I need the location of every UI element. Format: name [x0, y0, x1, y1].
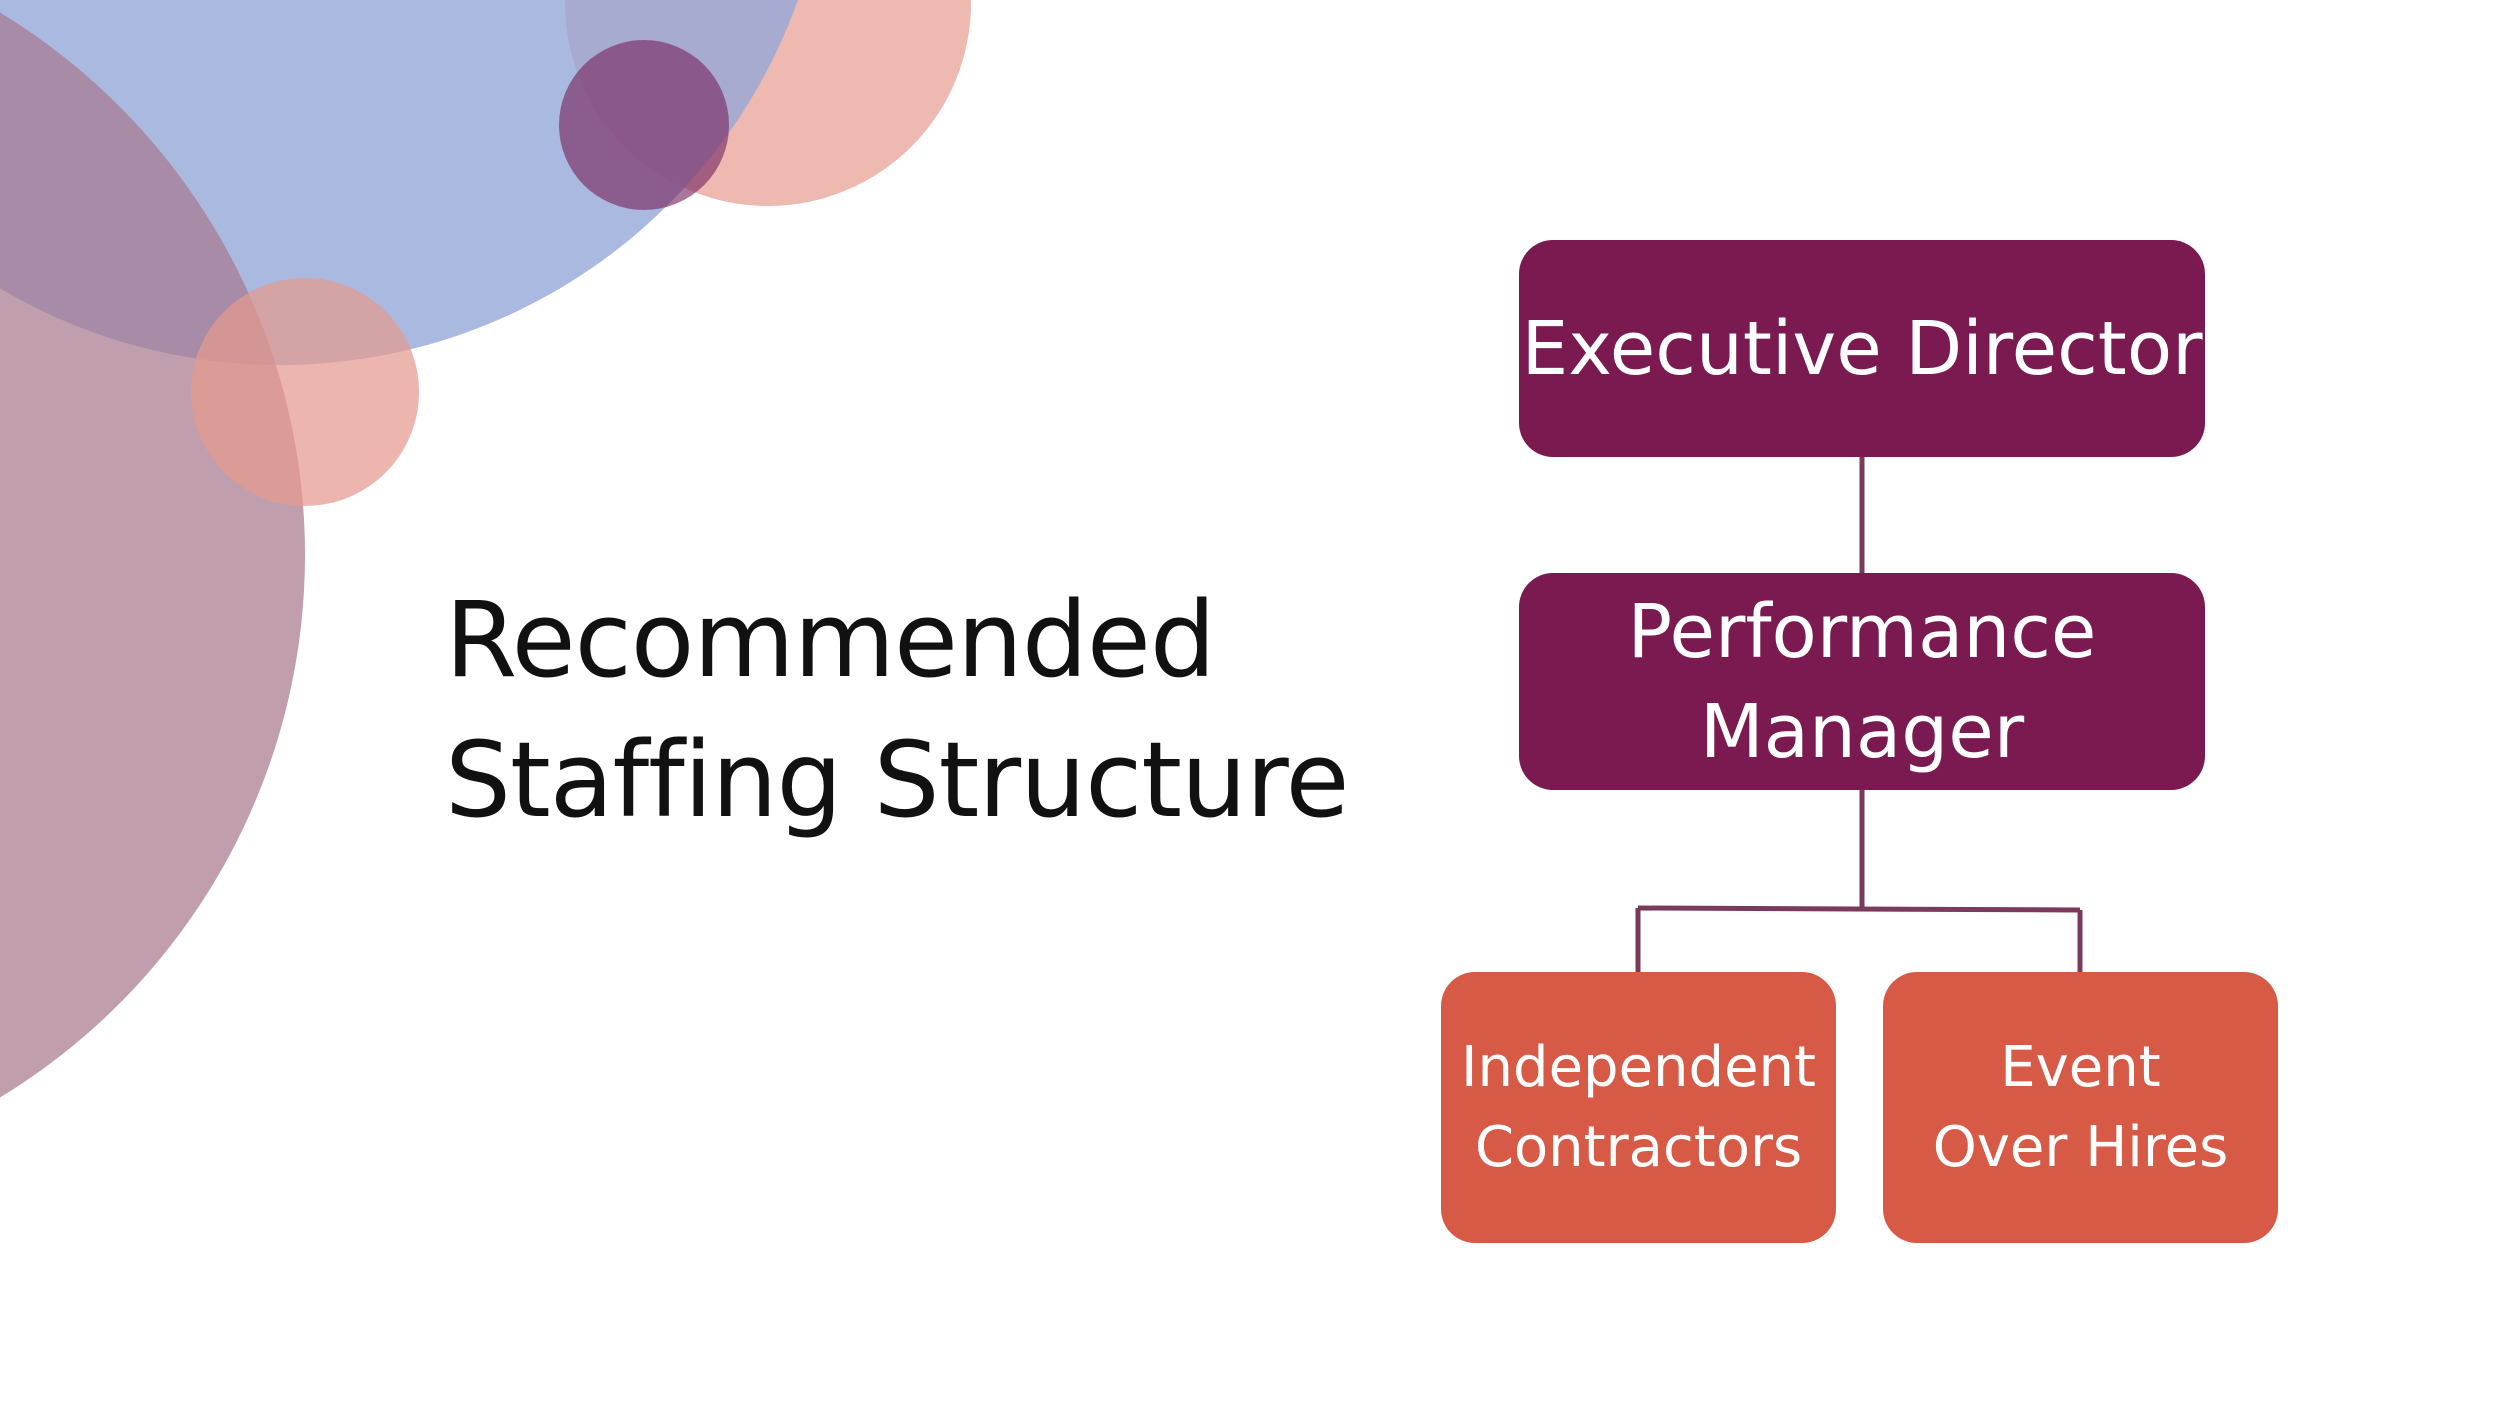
node-event-over-hires-label-line-1: Event	[2000, 1034, 2161, 1100]
node-independent-contractors: Independent Contractors	[1441, 972, 1836, 1243]
node-event-over-hires-label-line-2: Over Hires	[1932, 1114, 2229, 1180]
slide-title: Recommended Staffing Structure	[445, 570, 1349, 850]
node-executive-director-label: Executive Director	[1521, 305, 2203, 392]
slide-title-line-1: Recommended	[445, 579, 1216, 701]
node-performance-manager-label-line-1: Performance	[1627, 588, 2097, 675]
node-event-over-hires: Event Over Hires	[1883, 972, 2278, 1243]
node-independent-contractors-label-line-2: Contractors	[1474, 1114, 1803, 1180]
node-executive-director: Executive Director	[1519, 240, 2205, 457]
slide-title-line-2: Staffing Structure	[445, 719, 1349, 841]
decor-circle-mauve-large	[0, 12, 305, 1098]
connector-horizontal-bar	[1637, 905, 2081, 913]
node-independent-contractors-label-line-1: Independent	[1461, 1034, 1816, 1100]
node-performance-manager: Performance Manager	[1519, 573, 2205, 790]
decor-circle-peach-small	[191, 278, 419, 506]
node-performance-manager-label-line-2: Manager	[1699, 688, 2025, 775]
decor-circle-plum	[559, 40, 729, 210]
